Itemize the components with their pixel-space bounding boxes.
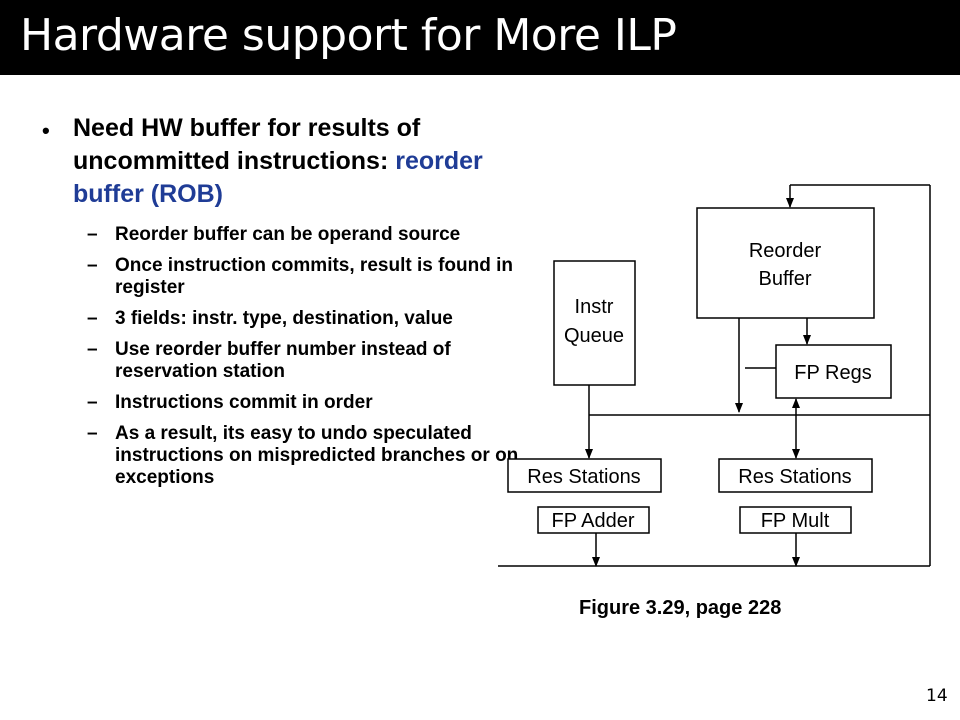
sub-bullet-text: Instructions commit in order: [115, 392, 373, 413]
main-bullet-text: Need HW buffer for results of uncommitte…: [73, 114, 421, 175]
figure-caption: Figure 3.29, page 228: [579, 597, 782, 619]
fp-mult-box: [739, 506, 852, 534]
dash-marker: –: [87, 392, 98, 413]
instr-queue-box: [553, 260, 636, 386]
sub-bullet-item: – Reorder buffer can be operand source: [87, 224, 557, 246]
slide-title: Hardware support for More ILP: [20, 10, 677, 61]
reorder-buffer-label-1: Reorder: [749, 240, 822, 262]
dash-marker: –: [87, 308, 98, 329]
sub-bullet-text: 3 fields: instr. type, destination, valu…: [115, 308, 453, 329]
sub-bullet-text: Once instruction commits, result is foun…: [115, 255, 513, 298]
sub-bullet-item: – Once instruction commits, result is fo…: [87, 255, 557, 299]
dash-marker: –: [87, 255, 98, 276]
page-number: 14: [926, 686, 948, 706]
reorder-buffer-box: [696, 207, 875, 319]
main-bullet-highlight: reorder buffer (ROB): [73, 147, 483, 208]
reorder-buffer-label-2: Buffer: [759, 268, 812, 290]
sub-bullet-item: – Instructions commit in order: [87, 392, 557, 414]
res-stations-left-box: [507, 458, 662, 493]
sub-bullet-text: Use reorder buffer number instead of res…: [115, 339, 451, 382]
main-bullet-dot: •: [42, 118, 50, 143]
main-bullet: Need HW buffer for results of uncommitte…: [73, 112, 543, 211]
fp-adder-label: FP Adder: [551, 510, 634, 532]
fp-mult-label: FP Mult: [761, 510, 830, 532]
dash-marker: –: [87, 339, 98, 360]
res-stations-right-box: [718, 458, 873, 493]
dash-marker: –: [87, 423, 98, 444]
res-stations-right-label: Res Stations: [738, 466, 851, 488]
instr-queue-label-1: Instr: [575, 296, 614, 318]
sub-bullet-item: – 3 fields: instr. type, destination, va…: [87, 308, 557, 330]
dash-marker: –: [87, 224, 98, 245]
res-stations-left-label: Res Stations: [527, 466, 640, 488]
fp-adder-box: [537, 506, 650, 534]
sub-bullet-text: Reorder buffer can be operand source: [115, 224, 461, 245]
title-bar: Hardware support for More ILP: [0, 0, 960, 75]
sub-bullet-item: – As a result, its easy to undo speculat…: [87, 423, 557, 489]
fp-regs-box: [775, 344, 892, 399]
sub-bullet-text: As a result, its easy to undo speculated…: [115, 423, 519, 488]
sub-bullet-item: – Use reorder buffer number instead of r…: [87, 339, 557, 383]
fp-regs-label: FP Regs: [794, 362, 871, 384]
sub-bullet-list: – Reorder buffer can be operand source –…: [87, 224, 557, 498]
instr-queue-label-2: Queue: [564, 325, 624, 347]
